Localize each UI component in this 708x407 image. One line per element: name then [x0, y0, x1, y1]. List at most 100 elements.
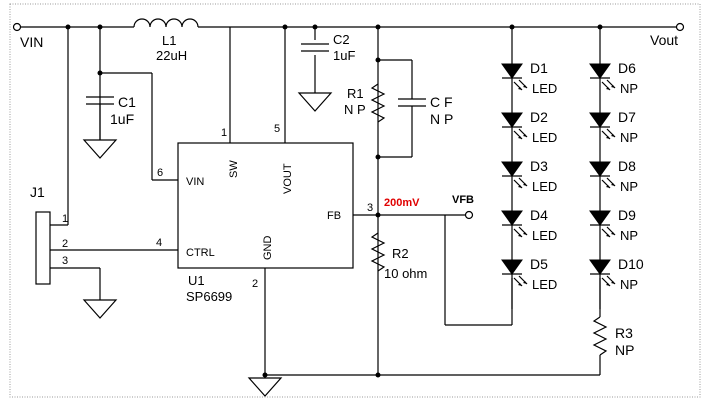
- c2-ref: C2: [333, 32, 350, 47]
- u1-pin-wires: [50, 214, 378, 375]
- cf-ref: C F: [430, 94, 453, 110]
- vout-label: Vout: [650, 32, 678, 48]
- u1-pin-vin-num: 6: [157, 167, 163, 179]
- led-ref-label: D1: [530, 60, 548, 76]
- led-emission-arrows-icon: [513, 177, 528, 189]
- cf-value: N P: [430, 111, 453, 127]
- drawing-frame: [9, 3, 701, 398]
- led-ref-label: D3: [530, 158, 548, 174]
- vfb-terminal: [464, 210, 474, 220]
- vfb-label: VFB: [452, 194, 474, 206]
- led-emission-arrows-icon: [513, 275, 528, 287]
- resistor-r1: [370, 83, 386, 123]
- u1-pin-gnd-num: 2: [252, 278, 258, 290]
- ground-symbol-c2: [297, 92, 333, 112]
- led-emission-arrows-icon: [513, 79, 528, 91]
- j1-pin-1: 1: [62, 213, 68, 225]
- r1-value: N P: [344, 102, 366, 117]
- led-emission-arrows-icon: [601, 79, 616, 91]
- led-emission-arrows-icon: [601, 128, 616, 140]
- j1-pin-3: 3: [62, 255, 68, 267]
- j1-pin-2: 2: [62, 238, 68, 250]
- led-value-label: NP: [620, 130, 638, 145]
- fb-voltage-label: 200mV: [384, 197, 420, 209]
- u1-pin-fb-name: FB: [327, 210, 341, 222]
- vin-label: VIN: [20, 34, 43, 50]
- led-ref-label: D9: [618, 207, 636, 223]
- capacitor-c2: [301, 43, 329, 52]
- top-wires: [17, 26, 676, 375]
- led-ref-label: D5: [530, 256, 548, 272]
- led-left-return-wire: [444, 215, 513, 326]
- resistor-r2: [370, 232, 386, 272]
- ground-symbol-c1: [82, 139, 118, 159]
- led-value-label: LED: [532, 130, 557, 145]
- u1-pin-fb-num: 3: [367, 202, 373, 214]
- led-value-label: NP: [620, 179, 638, 194]
- l1-value: 22uH: [156, 48, 187, 63]
- u1-part: SP6699: [186, 289, 232, 304]
- u1-pin-sw-name: SW: [228, 160, 240, 178]
- led-emission-arrows-icon: [601, 177, 616, 189]
- u1-pin-ctrl-num: 4: [156, 237, 162, 249]
- ground-symbol-j1: [82, 299, 118, 319]
- u1-pin-vout-num: 5: [274, 123, 280, 135]
- led-value-label: NP: [620, 277, 638, 292]
- resistor-r3: [592, 278, 608, 375]
- l1-ref: L1: [162, 33, 176, 48]
- led-emission-arrows-icon: [513, 226, 528, 238]
- led-emission-arrows-icon: [513, 128, 528, 140]
- led-ref-label: D6: [618, 60, 636, 76]
- led-ref-label: D4: [530, 207, 548, 223]
- u1-ref: U1: [188, 273, 205, 288]
- capacitor-c1: [86, 96, 114, 140]
- inductor-l1: [133, 18, 199, 28]
- ground-symbol-main: [247, 377, 283, 397]
- u1-pin-ctrl-name: CTRL: [186, 247, 215, 259]
- r2-ref: R2: [392, 246, 409, 261]
- vout-terminal: [675, 22, 685, 32]
- r1-ref: R1: [347, 86, 364, 101]
- led-value-label: NP: [620, 228, 638, 243]
- led-ref-label: D10: [618, 256, 644, 272]
- r3-ref: R3: [615, 325, 633, 341]
- connector-j1-body: [35, 211, 51, 285]
- capacitor-cf: [378, 59, 426, 158]
- u1-pin-vin-name: VIN: [186, 176, 204, 188]
- led-emission-arrows-icon: [601, 275, 616, 287]
- led-value-label: NP: [620, 81, 638, 96]
- c1-value: 1uF: [110, 111, 134, 127]
- led-value-label: LED: [532, 228, 557, 243]
- u1-pin-vout-name: VOUT: [282, 163, 294, 194]
- bottom-ground-rail: [264, 374, 600, 378]
- led-value-label: LED: [532, 179, 557, 194]
- u1-pin-gnd-name: GND: [262, 236, 274, 261]
- vin-terminal: [12, 22, 22, 32]
- u1-pin-sw-num: 1: [221, 127, 227, 139]
- r3-value: NP: [615, 342, 634, 358]
- led-value-label: LED: [532, 81, 557, 96]
- j1-ref: J1: [30, 184, 45, 200]
- c1-ref: C1: [118, 94, 136, 110]
- led-ref-label: D7: [618, 109, 636, 125]
- led-ref-label: D8: [618, 158, 636, 174]
- led-emission-arrows-icon: [601, 226, 616, 238]
- led-value-label: LED: [532, 277, 557, 292]
- c2-value: 1uF: [333, 48, 355, 63]
- r2-value: 10 ohm: [384, 266, 427, 281]
- j1-pin3-ground-wire: [50, 267, 101, 300]
- led-ref-label: D2: [530, 109, 548, 125]
